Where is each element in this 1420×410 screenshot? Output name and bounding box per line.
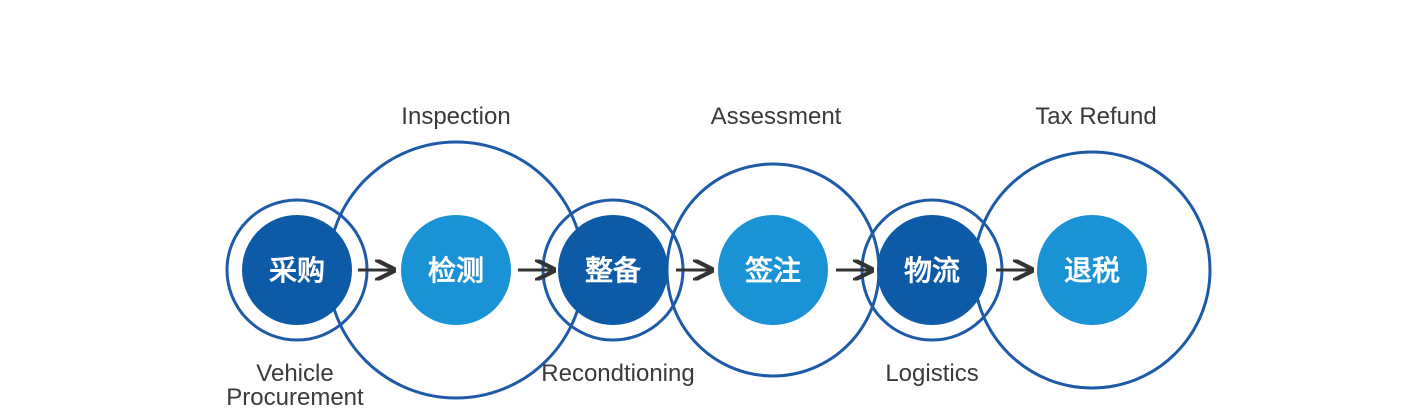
step-node-4 <box>718 215 828 325</box>
step-node-2 <box>401 215 511 325</box>
step-label-6: 退税 <box>1064 254 1120 287</box>
step-node-1 <box>242 215 352 325</box>
step-label-4: 签注 <box>745 254 801 287</box>
captions: Vehicle Procurement Inspection Recondtio… <box>226 103 1156 410</box>
step-node-6 <box>1037 215 1147 325</box>
caption-step-5: Logistics <box>885 360 978 387</box>
caption-step-1-line-1: Vehicle <box>256 360 333 387</box>
step-label-2: 检测 <box>428 254 484 287</box>
caption-step-4: Assessment <box>711 103 842 130</box>
caption-step-2: Inspection <box>401 103 510 130</box>
step-nodes <box>242 215 1147 325</box>
step-node-5 <box>877 215 987 325</box>
caption-step-3: Recondtioning <box>541 360 694 387</box>
caption-step-1-line-2: Procurement <box>226 384 364 410</box>
node-labels: 采购 检测 整备 签注 物流 退税 <box>269 254 1120 287</box>
caption-step-6: Tax Refund <box>1035 103 1156 130</box>
step-node-3 <box>558 215 668 325</box>
step-label-1: 采购 <box>269 254 325 287</box>
step-label-3: 整备 <box>585 254 642 287</box>
step-label-5: 物流 <box>904 254 960 287</box>
